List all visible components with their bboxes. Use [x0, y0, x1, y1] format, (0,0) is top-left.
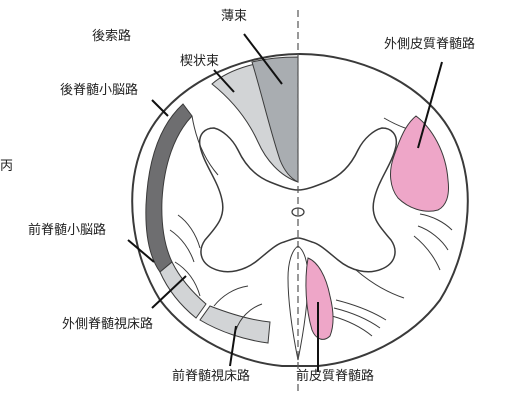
label-lateral-corticospinal: 外側皮質脊髄路 — [384, 38, 475, 52]
label-edge-fragment: 丙 — [0, 160, 13, 174]
label-lateral-spinothalamic: 外側脊髄視床路 — [62, 318, 153, 332]
label-fasciculus-gracilis: 薄束 — [221, 10, 247, 24]
label-anterior-spinocerebellar: 前脊髄小脳路 — [28, 224, 106, 238]
label-anterior-corticospinal: 前皮質脊髄路 — [296, 370, 374, 384]
label-fasciculus-cuneatus: 楔状束 — [180, 55, 219, 69]
label-posterior-funiculus: 後索路 — [92, 30, 131, 44]
label-posterior-spinocerebellar: 後脊髄小脳路 — [60, 84, 138, 98]
label-anterior-spinothalamic: 前脊髄視床路 — [172, 370, 250, 384]
